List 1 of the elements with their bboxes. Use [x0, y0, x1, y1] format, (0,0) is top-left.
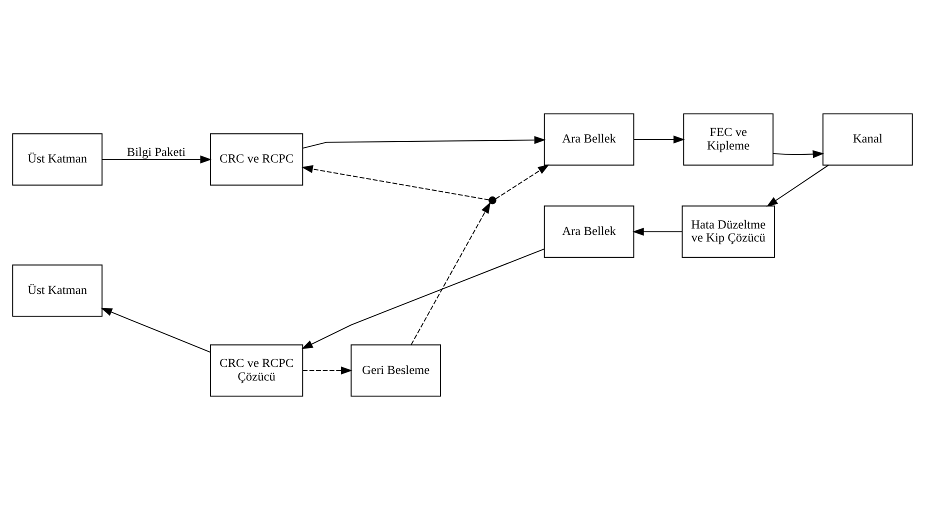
edge-label: Bilgi Paketi — [126, 145, 186, 160]
